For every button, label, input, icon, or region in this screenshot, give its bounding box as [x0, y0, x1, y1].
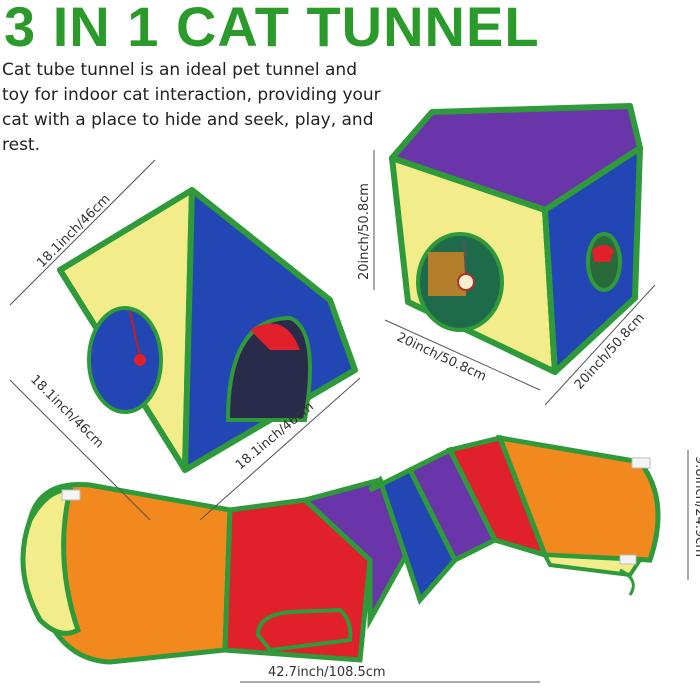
pyramid-tent [57, 187, 358, 473]
ball-toy-icon [134, 354, 146, 366]
product-description: Cat tube tunnel is an ideal pet tunnel a… [2, 60, 381, 155]
cube-tent [389, 103, 643, 375]
page-title: 3 IN 1 CAT TUNNEL [4, 0, 540, 58]
cat-tunnel [20, 434, 661, 665]
dimension-lines [9, 150, 689, 683]
cube-width-label: 20inch/50.8cm [394, 330, 488, 385]
tunnel-diameter-label: 9.8inch/24.9cm [692, 456, 700, 557]
tunnel-length-label: 42.7inch/108.5cm [268, 665, 386, 680]
ball-toy-icon [457, 273, 475, 291]
cube-height-label: 20inch/50.8cm [357, 183, 372, 280]
